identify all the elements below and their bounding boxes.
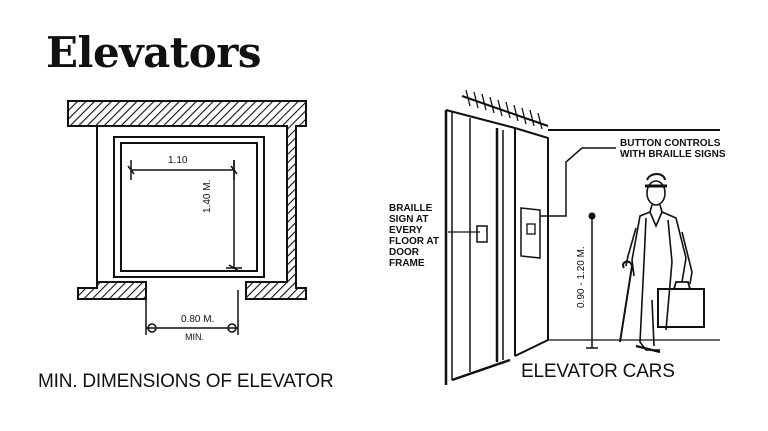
door-min-label: MIN. [185,332,204,342]
door-dimension-label: 0.80 M. [181,314,215,325]
width-dimension-label: 1.10 [168,155,188,166]
page-title: Elevators [46,28,262,77]
button-label-line-1: BUTTON CONTROLS [620,138,721,149]
braille-label-line-1: BRAILLE [389,203,433,214]
braille-label-line-5: DOOR [389,247,419,258]
elevator-car-drawing [444,89,720,385]
plan-walls [67,100,307,300]
braille-label-line-6: FRAME [389,258,425,269]
braille-label-line-4: FLOOR AT [389,236,439,247]
person-figure [619,173,705,354]
height-dimension-label: 0.90 - 1.20 M. [576,246,587,308]
left-figure-caption: MIN. DIMENSIONS OF ELEVATOR [38,371,334,392]
braille-label-line-3: EVERY [389,225,423,236]
depth-dimension-line [226,160,242,272]
button-controls-label: BUTTON CONTROLS WITH BRAILLE SIGNS [620,138,726,160]
depth-dimension-label: 1.40 M. [202,179,213,213]
elevator-car-outline [113,136,265,278]
button-label-line-2: WITH BRAILLE SIGNS [620,149,726,160]
right-figure-caption: ELEVATOR CARS [521,361,675,382]
door-dimension-line [146,323,238,333]
braille-sign-label: BRAILLE SIGN AT EVERY FLOOR AT DOOR FRAM… [389,203,439,269]
braille-label-line-2: SIGN AT [389,214,429,225]
